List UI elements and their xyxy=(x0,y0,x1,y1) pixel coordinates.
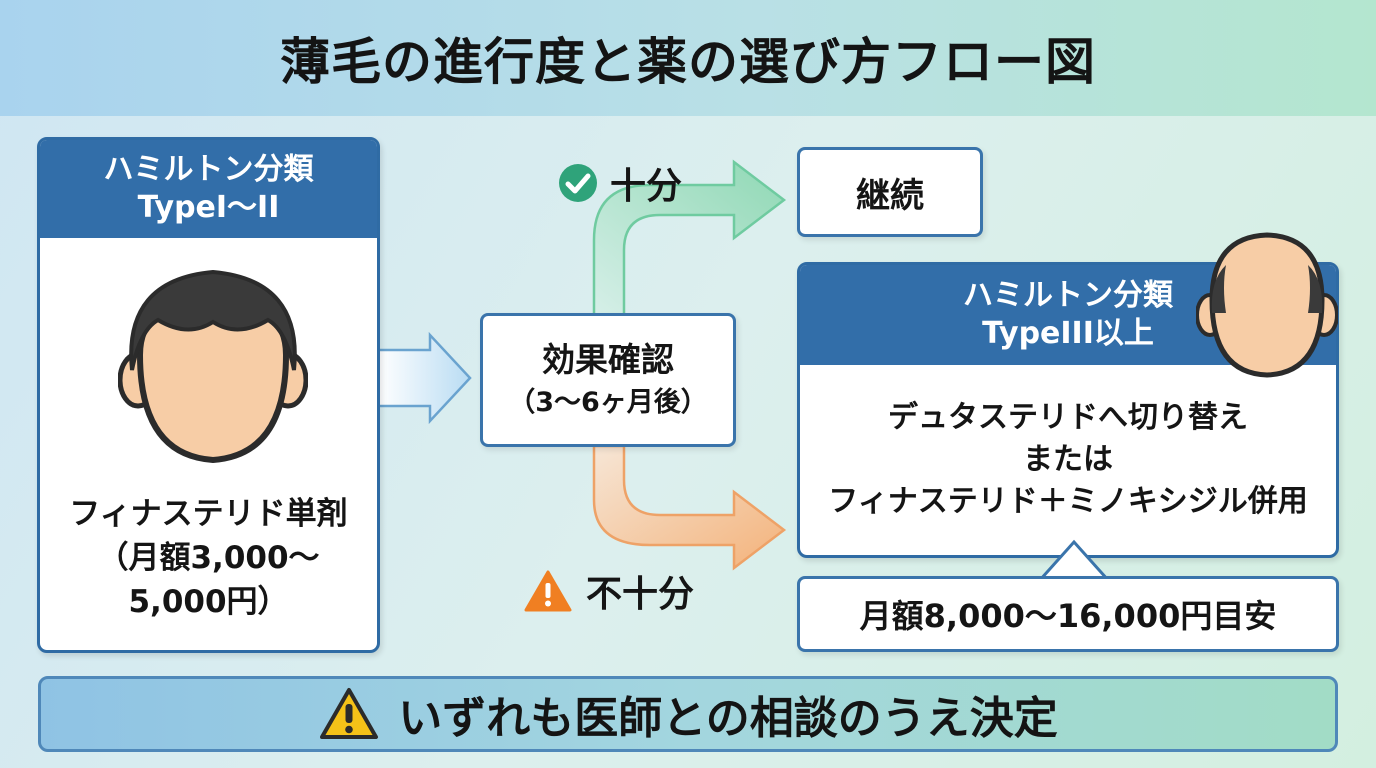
page-title: 薄毛の進行度と薬の選び方フロー図 xyxy=(280,33,1096,91)
continue-label: 継続 xyxy=(856,175,924,216)
left-card-header-line1: ハミルトン分類 xyxy=(103,152,314,187)
branch-insufficient-label: 不十分 xyxy=(586,574,695,615)
continue-box: 継続 xyxy=(797,147,983,237)
check-icon xyxy=(559,164,597,202)
arrow-sufficient xyxy=(592,159,787,318)
title-bar: 薄毛の進行度と薬の選び方フロー図 xyxy=(0,0,1376,116)
right-card-header-line2: TypeIII以上 xyxy=(982,316,1154,351)
right-card-body-line3: フィナステリド＋ミノキシジル併用 xyxy=(828,484,1308,519)
bald-face-icon xyxy=(1196,232,1338,378)
branch-insufficient: 不十分 xyxy=(524,565,734,617)
left-card-treatment-line1: フィナステリド単剤 xyxy=(69,496,348,532)
effect-check-line1: 効果確認 xyxy=(542,340,674,379)
effect-check-box: 効果確認 （3〜6ヶ月後） xyxy=(480,313,736,447)
right-card-body-line1: デュタステリドへ切り替え xyxy=(888,400,1248,435)
arrow-to-check xyxy=(376,331,472,425)
effect-check-line2: （3〜6ヶ月後） xyxy=(508,387,708,418)
right-card-body-line2: または xyxy=(1023,442,1113,477)
branch-sufficient-label: 十分 xyxy=(610,166,683,207)
left-card-header: ハミルトン分類 TypeI〜II xyxy=(40,140,377,238)
footer-banner: いずれも医師との相談のうえ決定 xyxy=(38,676,1338,752)
face-with-hair-icon xyxy=(118,269,308,464)
left-card-treatment-line3: 5,000円） xyxy=(128,584,289,620)
right-card-body: デュタステリドへ切り替え または フィナステリド＋ミノキシジル併用 xyxy=(800,365,1336,555)
left-card-treatment: フィナステリド単剤 （月額3,000〜 5,000円） xyxy=(40,488,377,628)
cost-box: 月額8,000〜16,000円目安 xyxy=(797,576,1339,652)
warning-icon xyxy=(320,688,379,739)
cost-label: 月額8,000〜16,000円目安 xyxy=(859,597,1277,635)
warning-icon xyxy=(524,570,572,612)
left-card-treatment-line2: （月額3,000〜 xyxy=(97,540,320,576)
left-card: ハミルトン分類 TypeI〜II フィナステリド単剤 （月額3,000〜 5,0… xyxy=(37,137,380,653)
branch-sufficient: 十分 xyxy=(558,158,718,208)
footer-text: いずれも医師との相談のうえ決定 xyxy=(398,693,1058,744)
left-card-header-line2: TypeI〜II xyxy=(137,190,280,225)
right-card-header-line1: ハミルトン分類 xyxy=(963,278,1173,313)
arrow-insufficient xyxy=(592,444,787,571)
